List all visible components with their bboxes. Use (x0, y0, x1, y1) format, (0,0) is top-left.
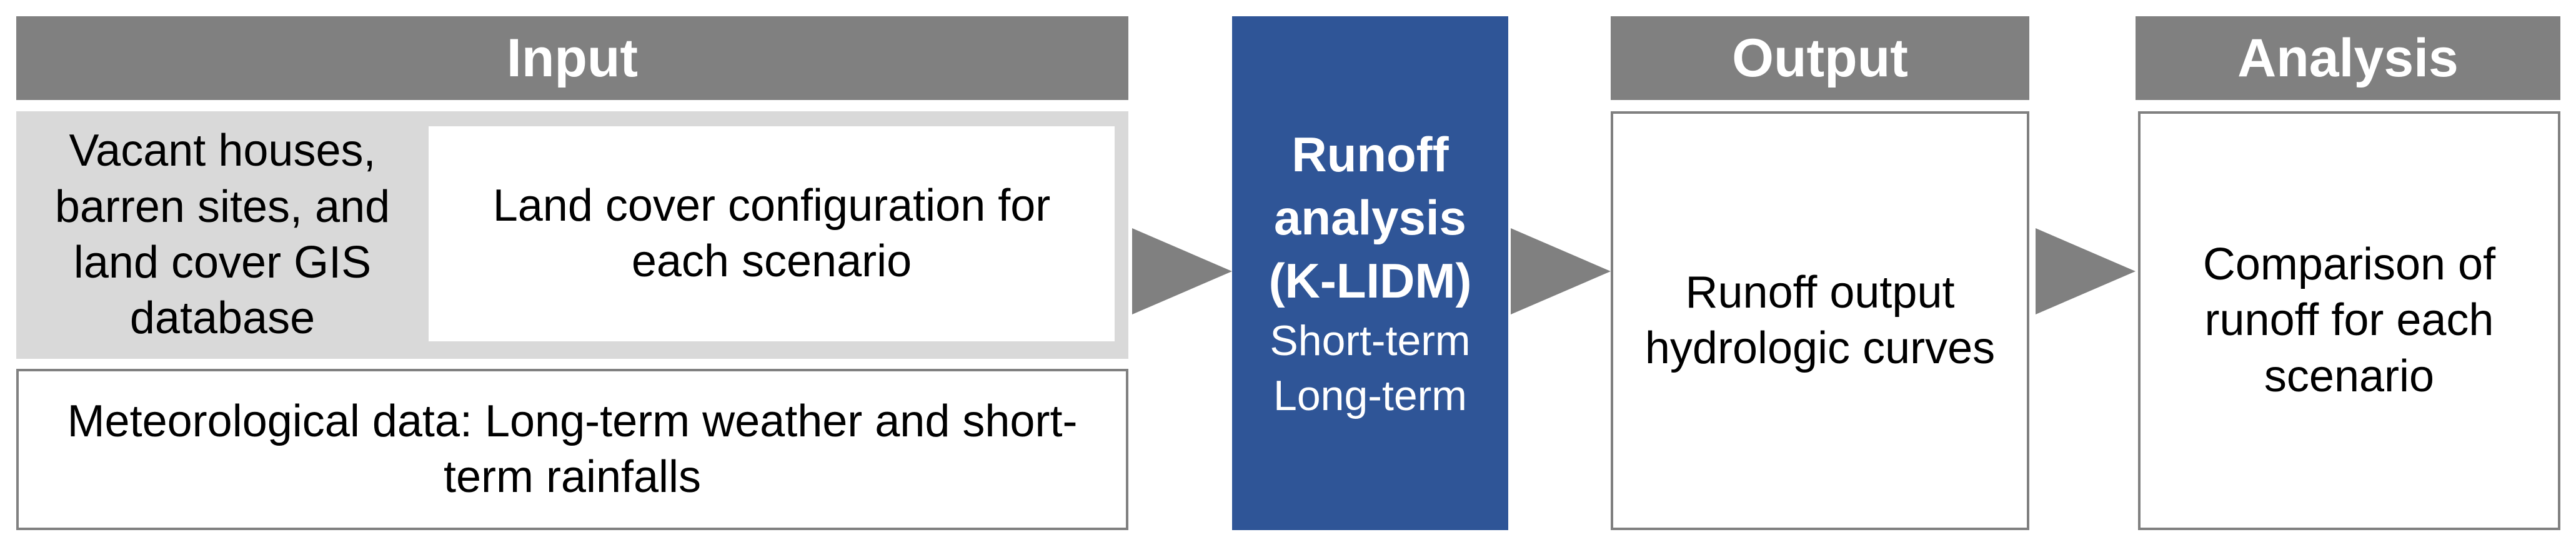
runoff-model-content: Runoff analysis (K-LIDM) Short-term Long… (1269, 123, 1472, 424)
land-cover-config-box: Land cover configuration for each scenar… (429, 126, 1115, 341)
input-header-label: Input (506, 28, 639, 88)
output-box: Runoff output hydrologic curves (1611, 111, 2029, 530)
analysis-label: Comparison of runoff for each scenario (2202, 239, 2496, 401)
input-gis-panel: Vacant houses, barren sites, and land co… (16, 111, 1128, 359)
analysis-header: Analysis (2136, 16, 2560, 100)
arrow-right-icon (1511, 228, 1611, 314)
land-cover-config-label: Land cover configuration for each scenar… (492, 180, 1051, 286)
arrow-right-icon (2036, 228, 2136, 314)
runoff-model-title: Runoff analysis (K-LIDM) (1268, 126, 1472, 309)
arrow-right-icon (1132, 228, 1232, 314)
gis-database-text-area: Vacant houses, barren sites, and land co… (16, 111, 429, 359)
runoff-model-box: Runoff analysis (K-LIDM) Short-term Long… (1232, 16, 1508, 530)
model-mode-long-term: Long-term (1273, 372, 1467, 420)
input-header: Input (16, 16, 1128, 100)
analysis-header-label: Analysis (2237, 28, 2459, 88)
meteorological-box: Meteorological data: Long-term weather a… (16, 369, 1128, 530)
gis-database-label: Vacant houses, barren sites, and land co… (54, 126, 390, 344)
output-header-label: Output (1732, 28, 1908, 88)
output-label: Runoff output hydrologic curves (1644, 267, 1996, 373)
model-mode-short-term: Short-term (1270, 316, 1471, 364)
meteorological-label: Meteorological data: Long-term weather a… (67, 396, 1078, 502)
analysis-box: Comparison of runoff for each scenario (2138, 111, 2560, 530)
output-header: Output (1611, 16, 2029, 100)
